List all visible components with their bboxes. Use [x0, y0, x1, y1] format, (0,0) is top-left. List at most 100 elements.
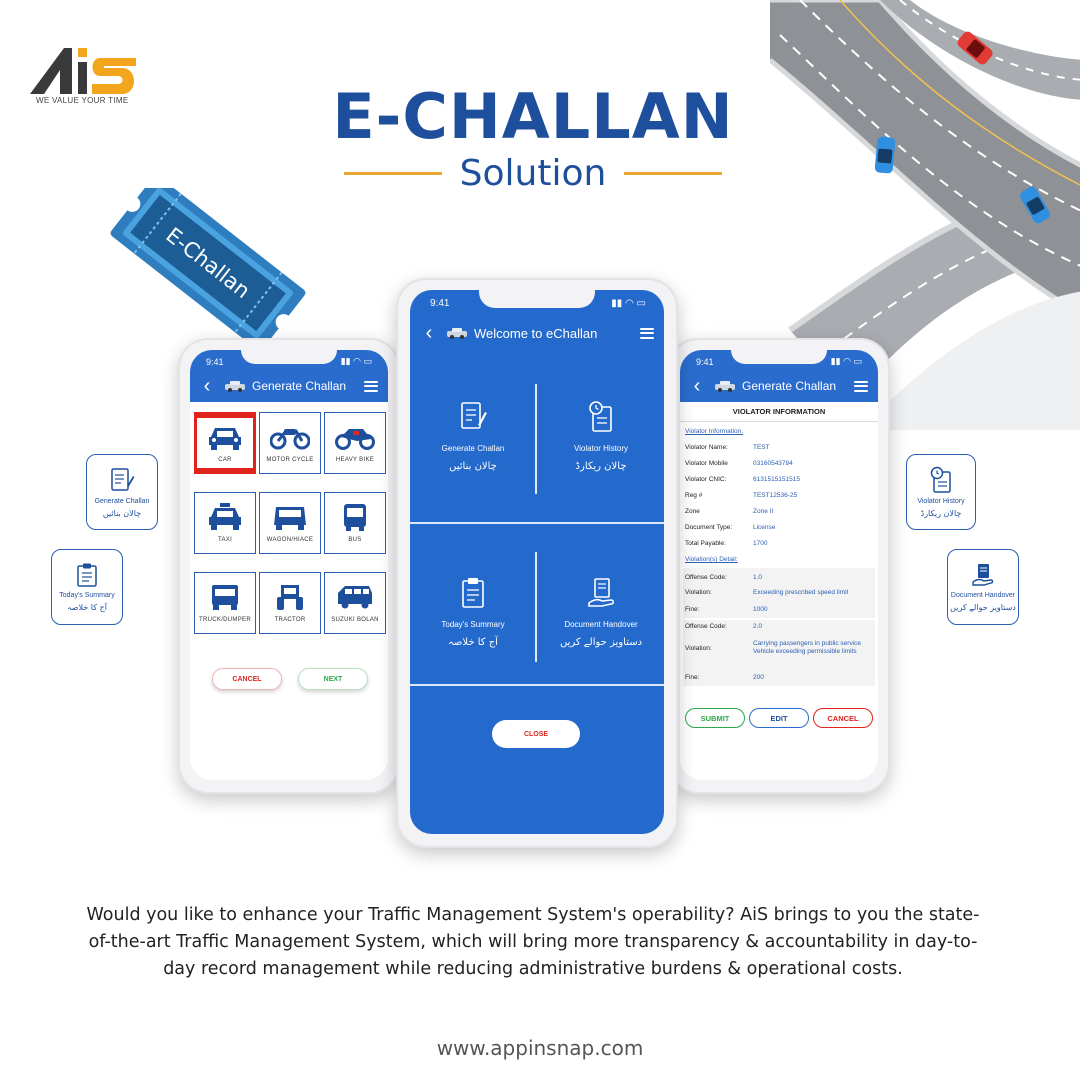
- subtitle-row: Solution: [344, 150, 722, 196]
- police-car-icon: [447, 328, 467, 339]
- menu-divider: [535, 384, 537, 494]
- violation-code-row: Offense Code:2.0: [685, 623, 763, 630]
- violations-header[interactable]: Violation(s) Detail:: [685, 556, 738, 563]
- vehicle-option-suzuki-bolan[interactable]: Suzuki Bolan: [324, 572, 386, 634]
- vehicle-label: Bus: [348, 537, 362, 543]
- violation-card: [683, 568, 875, 618]
- police-car-icon: [225, 381, 245, 392]
- app-bar: ‹ Welcome to eChallan: [410, 318, 664, 348]
- violation-card: [683, 620, 875, 686]
- sidecard-generate-urdu: چالان بنائیں: [102, 509, 142, 518]
- brand-tagline: WE VALUE YOUR TIME: [36, 96, 129, 105]
- vehicle-label: Wagon/Hiace: [266, 537, 314, 543]
- document-pen-icon: [461, 402, 487, 429]
- status-bar: 9:41 ▮▮ ◠ ▭: [190, 350, 388, 367]
- back-arrow-icon[interactable]: ‹: [425, 321, 433, 344]
- minivan-icon: [338, 586, 372, 609]
- truck-icon: [212, 585, 238, 610]
- info-row: Reg #TEST12536-25: [685, 492, 798, 499]
- vehicle-option-taxi[interactable]: Taxi: [194, 492, 256, 554]
- sidecard-generate-label: Generate Challan: [94, 498, 150, 505]
- app-bar: ‹ Generate Challan: [680, 372, 878, 400]
- menu-urdu-label: چالان بنائیں: [449, 461, 497, 472]
- subtitle-rule-right: [624, 171, 722, 175]
- app-title: Generate Challan: [252, 379, 347, 393]
- app-title: Welcome to eChallan: [474, 325, 598, 341]
- back-arrow-icon[interactable]: ‹: [203, 374, 211, 397]
- app-bar: ‹ Generate Challan: [190, 372, 388, 400]
- violator-information-screen: 9:41 ▮▮ ◠ ▭ ‹ Generate Challan VIOLATOR …: [680, 350, 878, 780]
- website-link[interactable]: www.appinsnap.com: [436, 1036, 644, 1060]
- menu-divider: [410, 522, 664, 524]
- vehicle-option-bus[interactable]: Bus: [324, 492, 386, 554]
- vehicle-option-motor-cycle[interactable]: Motor Cycle: [259, 412, 321, 474]
- car-icon: [209, 428, 241, 450]
- page-subtitle: Solution: [459, 152, 607, 194]
- menu-urdu-label: آج کا خلاصہ: [448, 637, 498, 648]
- vehicle-option-tractor[interactable]: Tractor: [259, 572, 321, 634]
- motorcycle-icon: [270, 429, 310, 450]
- document-pen-icon: [111, 468, 135, 491]
- status-bar: 9:41 ▮▮ ◠ ▭: [410, 290, 664, 309]
- info-row: Document Type:License: [685, 524, 776, 531]
- hamburger-menu-icon[interactable]: [364, 380, 378, 392]
- sidecard-summary-urdu: آج کا خلاصہ: [67, 603, 107, 612]
- vehicle-option-wagon-hiace[interactable]: Wagon/Hiace: [259, 492, 321, 554]
- info-row: Total Payable:1700: [685, 540, 768, 547]
- sidecard-document-handover: Document Handover دستاویز حوالے کریں: [947, 549, 1019, 625]
- hamburger-menu-icon[interactable]: [640, 327, 654, 339]
- back-arrow-icon[interactable]: ‹: [693, 374, 701, 397]
- phone-generate-challan: 9:41 ▮▮ ◠ ▭ ‹ Generate Challan Car Motor…: [178, 338, 400, 794]
- hamburger-menu-icon[interactable]: [854, 380, 868, 392]
- submit-button[interactable]: SUBMIT: [685, 708, 745, 728]
- subtitle-rule-left: [344, 171, 442, 175]
- vehicle-label: Taxi: [217, 537, 233, 543]
- ais-logo-icon: [30, 48, 136, 94]
- menu-divider: [535, 552, 537, 662]
- generate-challan-screen: 9:41 ▮▮ ◠ ▭ ‹ Generate Challan Car Motor…: [190, 350, 388, 780]
- phone-welcome: 9:41 ▮▮ ◠ ▭ ‹ Welcome to eChallan Genera…: [396, 278, 678, 848]
- vehicle-option-car[interactable]: Car: [194, 412, 256, 474]
- status-icons: ▮▮ ◠ ▭: [830, 356, 862, 366]
- phone-notch: [241, 350, 337, 364]
- hand-document-icon: [972, 564, 994, 586]
- status-icons: ▮▮ ◠ ▭: [340, 356, 372, 366]
- clipboard-icon: [77, 563, 97, 587]
- edit-button[interactable]: EDIT: [749, 708, 809, 728]
- vehicle-label: Motor Cycle: [266, 457, 314, 463]
- vehicle-label: Suzuki Bolan: [331, 617, 379, 623]
- vehicle-option-truck-dumper[interactable]: Truck/Dumper: [194, 572, 256, 634]
- status-time: 9:41: [206, 356, 224, 367]
- sidecard-generate-challan: Generate Challan چالان بنائیں: [86, 454, 158, 530]
- hand-document-icon: [588, 578, 615, 607]
- menu-document-handover[interactable]: Document Handover دستاویز حوالے کریں: [538, 576, 664, 648]
- sidecard-summary-label: Today's Summary: [59, 592, 115, 599]
- vehicle-label: Heavy Bike: [335, 457, 375, 463]
- close-button[interactable]: CLOSE: [492, 720, 580, 748]
- menu-urdu-label: دستاویز حوالے کریں: [559, 637, 643, 648]
- sidecard-history-urdu: چالان ریکارڈ: [920, 509, 962, 518]
- brand-logo: WE VALUE YOUR TIME: [28, 40, 168, 110]
- vehicle-grid: Car Motor Cycle Heavy Bike Taxi Wagon/Hi…: [194, 412, 388, 634]
- sidecard-handover-urdu: دستاویز حوالے کریں: [950, 603, 1016, 612]
- menu-todays-summary[interactable]: Today's Summary آج کا خلاصہ: [410, 576, 536, 648]
- menu-generate-challan[interactable]: Generate Challan چالان بنائیں: [410, 400, 536, 472]
- e-challan-ticket-icon: E-Challan: [110, 188, 306, 338]
- vehicle-option-heavy-bike[interactable]: Heavy Bike: [324, 412, 386, 474]
- menu-violator-history[interactable]: Violator History چالان ریکارڈ: [538, 400, 664, 472]
- vehicle-label: Car: [218, 457, 232, 463]
- menu-divider: [410, 684, 664, 686]
- next-button[interactable]: NEXT: [298, 668, 368, 690]
- menu-label: Generate Challan: [441, 444, 505, 453]
- main-menu-grid: Generate Challan چالان بنائیں Violator H…: [410, 380, 664, 702]
- cancel-button[interactable]: CANCEL: [813, 708, 873, 728]
- status-time: 9:41: [430, 298, 450, 309]
- cancel-button[interactable]: CANCEL: [212, 668, 282, 690]
- sidecard-todays-summary: Today's Summary آج کا خلاصہ: [51, 549, 123, 625]
- violation-desc-row: Violation:Exceeding prescribed speed lim…: [685, 589, 849, 596]
- info-row: Violator Name:TEST: [685, 444, 770, 451]
- phone-violator-information: 9:41 ▮▮ ◠ ▭ ‹ Generate Challan VIOLATOR …: [668, 338, 890, 794]
- violator-info-header[interactable]: Violator Information.: [685, 428, 744, 435]
